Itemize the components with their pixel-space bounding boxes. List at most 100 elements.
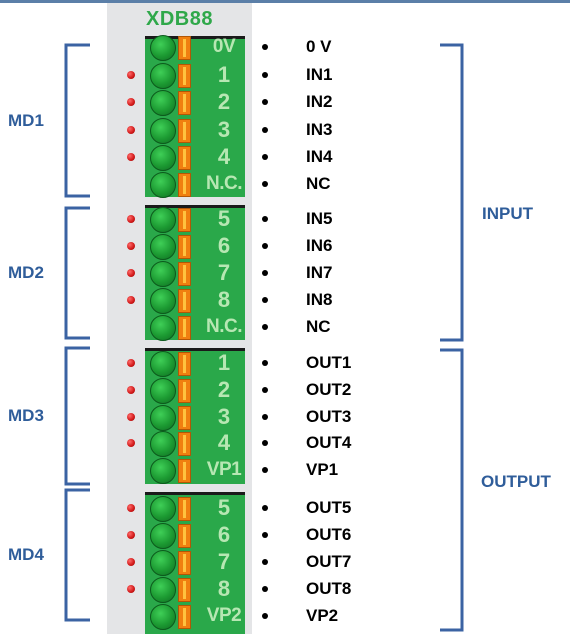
terminal-label: 5 bbox=[217, 206, 231, 231]
release-lever-icon[interactable] bbox=[178, 524, 191, 548]
release-lever-icon[interactable] bbox=[178, 208, 191, 232]
release-lever-icon[interactable] bbox=[178, 578, 191, 602]
status-led-icon bbox=[127, 153, 135, 161]
screw-terminal-icon[interactable] bbox=[150, 577, 176, 603]
terminal-label: 7 bbox=[217, 260, 231, 285]
bullet-dot bbox=[262, 270, 268, 276]
terminal-label: 8 bbox=[217, 576, 231, 601]
status-led-icon bbox=[127, 71, 135, 79]
screw-terminal-icon[interactable] bbox=[150, 63, 176, 89]
screw-terminal-icon[interactable] bbox=[150, 172, 176, 198]
terminal-label: 2 bbox=[217, 377, 231, 402]
signal-label: IN6 bbox=[306, 236, 333, 255]
release-lever-icon[interactable] bbox=[178, 235, 191, 259]
terminal-label: 0V bbox=[212, 36, 236, 57]
signal-label: IN8 bbox=[306, 290, 333, 309]
status-led-icon bbox=[127, 98, 135, 106]
release-lever-icon[interactable] bbox=[178, 262, 191, 286]
release-lever-icon[interactable] bbox=[178, 289, 191, 313]
screw-terminal-icon[interactable] bbox=[150, 604, 176, 630]
screw-terminal-icon[interactable] bbox=[150, 496, 176, 522]
status-led-icon bbox=[127, 504, 135, 512]
group-bracket bbox=[64, 43, 90, 198]
release-lever-icon[interactable] bbox=[178, 352, 191, 376]
status-led-icon bbox=[127, 531, 135, 539]
screw-terminal-icon[interactable] bbox=[150, 261, 176, 287]
release-lever-icon[interactable] bbox=[178, 146, 191, 170]
signal-label: VP1 bbox=[306, 460, 339, 479]
release-lever-icon[interactable] bbox=[178, 36, 191, 60]
release-lever-icon[interactable] bbox=[178, 551, 191, 575]
screw-terminal-icon[interactable] bbox=[150, 315, 176, 341]
release-lever-icon[interactable] bbox=[178, 605, 191, 629]
bullet-dot bbox=[262, 127, 268, 133]
signal-label: IN2 bbox=[306, 92, 333, 111]
group-bracket bbox=[64, 488, 90, 622]
group-label: MD4 bbox=[8, 545, 44, 564]
bullet-dot bbox=[262, 154, 268, 160]
terminal-label: 8 bbox=[217, 287, 231, 312]
screw-terminal-icon[interactable] bbox=[150, 207, 176, 233]
terminal-label: 6 bbox=[217, 522, 231, 547]
section-label: OUTPUT bbox=[481, 472, 551, 491]
signal-label: OUT2 bbox=[306, 380, 352, 399]
bullet-dot bbox=[262, 467, 268, 473]
screw-terminal-icon[interactable] bbox=[150, 550, 176, 576]
bullet-dot bbox=[262, 559, 268, 565]
bullet-dot bbox=[262, 72, 268, 78]
signal-label: OUT7 bbox=[306, 552, 352, 571]
status-led-icon bbox=[127, 413, 135, 421]
section-bracket bbox=[440, 348, 464, 632]
bullet-dot bbox=[262, 216, 268, 222]
terminal-label: 1 bbox=[217, 350, 231, 375]
release-lever-icon[interactable] bbox=[178, 459, 191, 483]
group-bracket bbox=[64, 346, 90, 486]
bullet-dot bbox=[262, 324, 268, 330]
signal-label: OUT5 bbox=[306, 498, 352, 517]
release-lever-icon[interactable] bbox=[178, 379, 191, 403]
screw-terminal-icon[interactable] bbox=[150, 458, 176, 484]
release-lever-icon[interactable] bbox=[178, 64, 191, 88]
terminal-label: 6 bbox=[217, 233, 231, 258]
bullet-dot bbox=[262, 387, 268, 393]
screw-terminal-icon[interactable] bbox=[150, 351, 176, 377]
signal-label: IN1 bbox=[306, 65, 333, 84]
signal-label: OUT3 bbox=[306, 407, 352, 426]
screw-terminal-icon[interactable] bbox=[150, 145, 176, 171]
screw-terminal-icon[interactable] bbox=[150, 431, 176, 457]
terminal-label: VP2 bbox=[206, 605, 242, 626]
signal-label: 0 V bbox=[306, 37, 332, 56]
status-led-icon bbox=[127, 585, 135, 593]
release-lever-icon[interactable] bbox=[178, 497, 191, 521]
release-lever-icon[interactable] bbox=[178, 406, 191, 430]
top-divider-line bbox=[0, 0, 570, 3]
bullet-dot bbox=[262, 505, 268, 511]
status-led-icon bbox=[127, 386, 135, 394]
bullet-dot bbox=[262, 297, 268, 303]
release-lever-icon[interactable] bbox=[178, 91, 191, 115]
signal-label: IN5 bbox=[306, 209, 333, 228]
status-led-icon bbox=[127, 296, 135, 304]
screw-terminal-icon[interactable] bbox=[150, 234, 176, 260]
terminal-label: 4 bbox=[217, 144, 231, 169]
screw-terminal-icon[interactable] bbox=[150, 118, 176, 144]
screw-terminal-icon[interactable] bbox=[150, 378, 176, 404]
signal-label: OUT6 bbox=[306, 525, 352, 544]
screw-terminal-icon[interactable] bbox=[150, 288, 176, 314]
release-lever-icon[interactable] bbox=[178, 316, 191, 340]
terminal-label: 4 bbox=[217, 430, 231, 455]
group-label: MD1 bbox=[8, 110, 44, 130]
release-lever-icon[interactable] bbox=[178, 173, 191, 197]
signal-label: NC bbox=[306, 174, 331, 193]
group-label: MD2 bbox=[8, 263, 44, 282]
status-led-icon bbox=[127, 269, 135, 277]
release-lever-icon[interactable] bbox=[178, 119, 191, 143]
release-lever-icon[interactable] bbox=[178, 432, 191, 456]
screw-terminal-icon[interactable] bbox=[150, 90, 176, 116]
bullet-dot bbox=[262, 360, 268, 366]
screw-terminal-icon[interactable] bbox=[150, 405, 176, 431]
status-led-icon bbox=[127, 359, 135, 367]
screw-terminal-icon[interactable] bbox=[150, 35, 176, 61]
screw-terminal-icon[interactable] bbox=[150, 523, 176, 549]
